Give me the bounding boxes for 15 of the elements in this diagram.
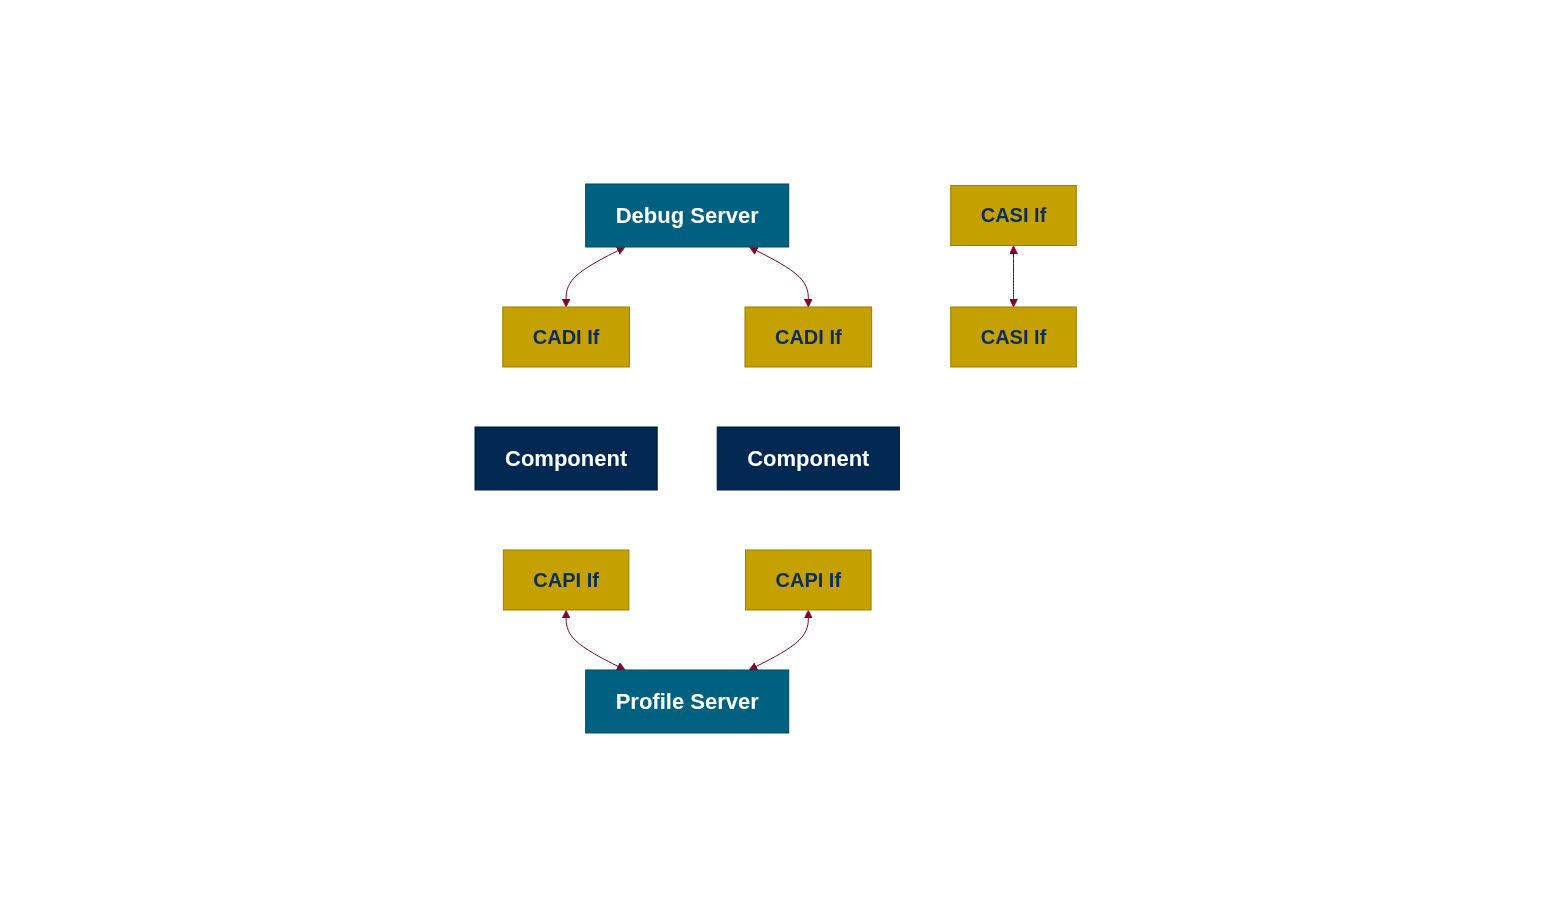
arrow <box>1009 245 1019 307</box>
node-box: Profile Server <box>585 669 790 733</box>
node-box: CADI If <box>502 306 631 367</box>
node-box: CAPI If <box>745 549 872 610</box>
node-box: CASI If <box>950 184 1078 246</box>
node-box: CAPI If <box>503 549 630 610</box>
arrow <box>749 609 814 670</box>
arrow <box>562 609 626 670</box>
node-box: Component <box>717 426 901 490</box>
node-box: Component <box>474 426 659 490</box>
arrow <box>562 246 626 307</box>
node-box: CADI If <box>744 306 873 367</box>
arrow <box>749 246 814 307</box>
node-box: Debug Server <box>585 183 790 247</box>
node-box: CASI If <box>950 306 1078 367</box>
